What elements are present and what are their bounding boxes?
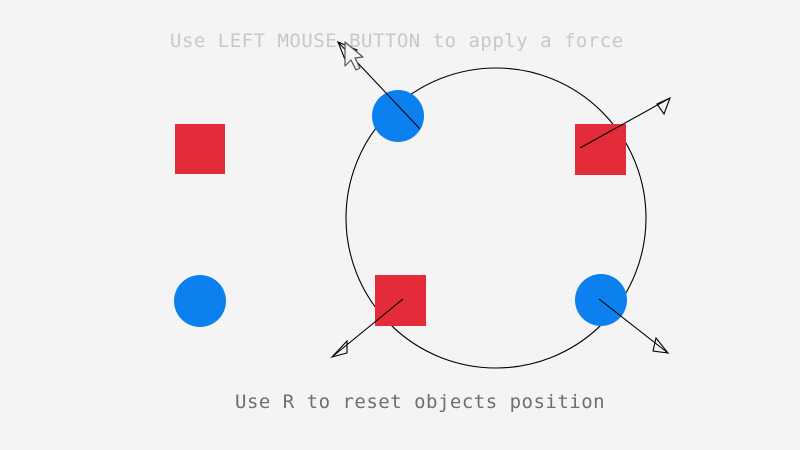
orbit-ring xyxy=(345,67,647,369)
force-vector-square-ring-bottom xyxy=(330,298,404,359)
hint-text-reset-objects: Use R to reset objects position xyxy=(235,391,606,413)
red-square-ring-right[interactable] xyxy=(575,124,626,175)
blue-circle-ring-top[interactable] xyxy=(372,90,424,142)
blue-circle-free-left[interactable] xyxy=(174,275,226,327)
red-square-free-left[interactable] xyxy=(175,124,225,174)
hint-text-apply-force: Use LEFT MOUSE BUTTON to apply a force xyxy=(170,30,624,52)
force-vector-circle-ring-right xyxy=(598,298,670,354)
force-vector-square-ring-right xyxy=(579,96,671,149)
